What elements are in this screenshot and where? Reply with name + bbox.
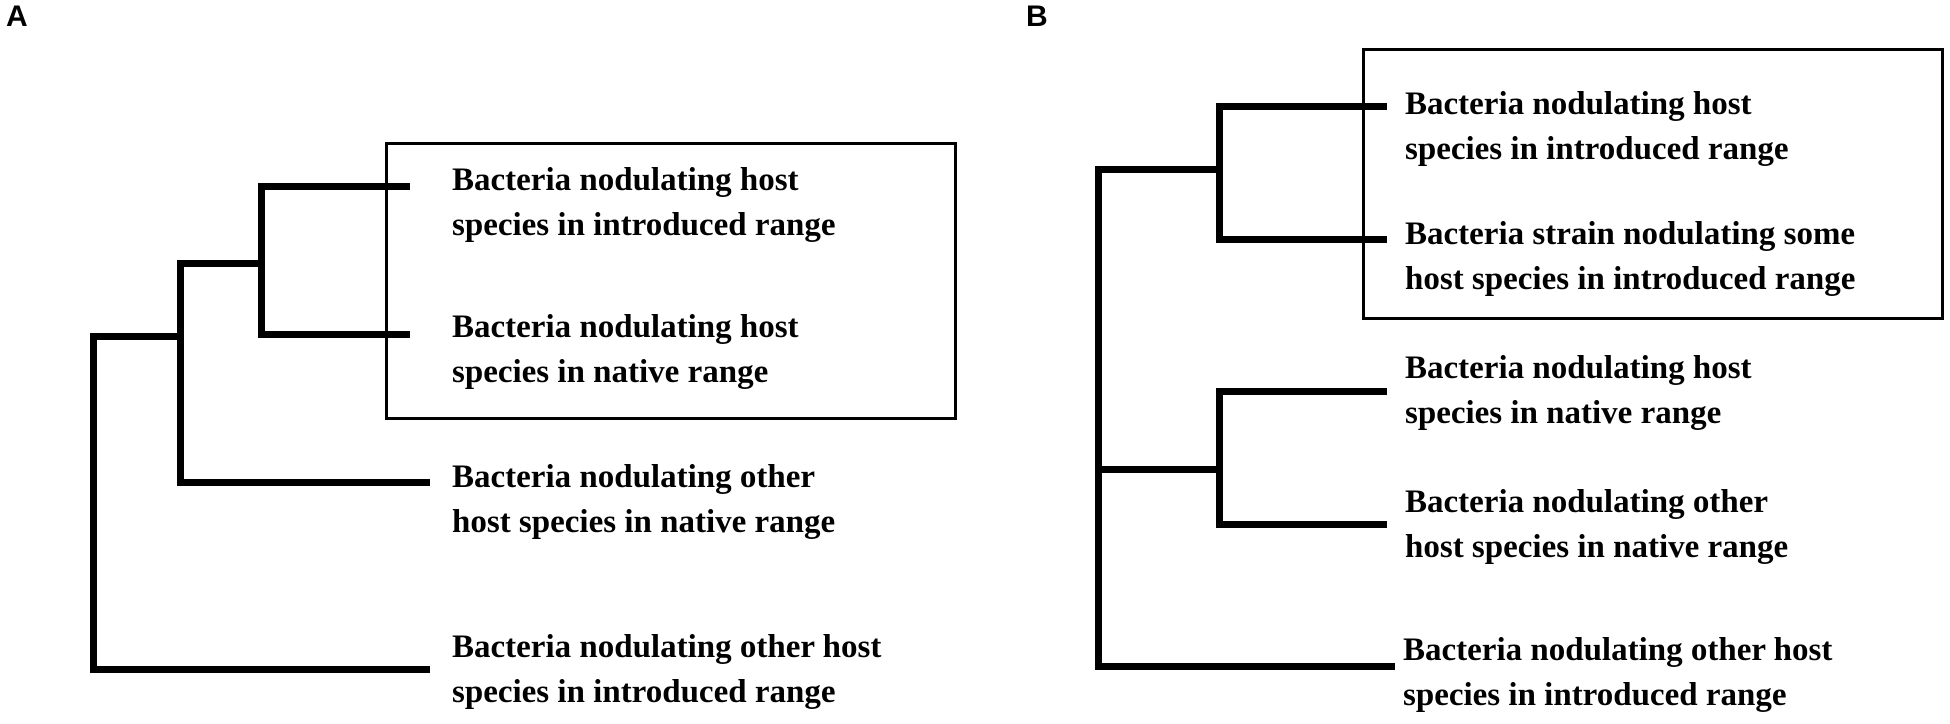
panel-a-root-vertical	[90, 333, 97, 673]
leaf-line: host species in native range	[452, 504, 836, 540]
leaf-line: Bacteria nodulating host	[1405, 350, 1752, 386]
panel-b-leaf2-branch	[1216, 236, 1387, 243]
panel-a-leaf-4: Bacteria nodulating other host species i…	[452, 625, 881, 715]
panel-b-leaf4-branch	[1216, 521, 1387, 528]
leaf-line: host species in introduced range	[1405, 261, 1856, 297]
panel-a-leaf4-branch	[90, 666, 430, 673]
panel-b-root-vertical	[1095, 166, 1102, 670]
leaf-line: Bacteria nodulating other	[452, 459, 815, 495]
panel-a-pair-vertical	[258, 183, 265, 338]
panel-b-leaf-4: Bacteria nodulating other host species i…	[1405, 480, 1788, 570]
leaf-line: species in introduced range	[452, 207, 836, 243]
panel-b-root-to-top-clade	[1095, 166, 1223, 173]
panel-b-top-clade-vertical	[1216, 103, 1223, 243]
panel-a-leaf3-branch	[177, 479, 430, 486]
panel-a-root-to-clade	[90, 333, 180, 340]
panel-b-mid-clade-vertical	[1216, 388, 1223, 528]
panel-b-letter: B	[1026, 0, 1048, 33]
panel-a-leaf-2: Bacteria nodulating host species in nati…	[452, 305, 799, 395]
panel-a-clade-to-pair	[177, 260, 261, 267]
leaf-line: host species in native range	[1405, 529, 1789, 565]
panel-a-leaf-3: Bacteria nodulating other host species i…	[452, 455, 835, 545]
panel-a-leaf2-branch	[258, 331, 410, 338]
leaf-line: Bacteria nodulating other host	[1403, 632, 1833, 668]
panel-a-highlight-box	[385, 142, 957, 420]
leaf-line: Bacteria nodulating host	[452, 309, 799, 345]
leaf-line: Bacteria strain nodulating some	[1405, 216, 1856, 252]
leaf-line: species in introduced range	[1403, 677, 1787, 713]
leaf-line: species in introduced range	[452, 674, 836, 710]
panel-b-leaf-1: Bacteria nodulating host species in intr…	[1405, 82, 1788, 172]
panel-b-leaf-2: Bacteria strain nodulating some host spe…	[1405, 212, 1855, 302]
panel-a-clade-vertical	[177, 260, 184, 485]
panel-b-leaf5-branch	[1095, 663, 1395, 670]
leaf-line: species in native range	[452, 354, 769, 390]
leaf-line: Bacteria nodulating other	[1405, 484, 1768, 520]
panel-a-leaf-1: Bacteria nodulating host species in intr…	[452, 158, 835, 248]
leaf-line: Bacteria nodulating other host	[452, 629, 882, 665]
panel-b-leaf-5: Bacteria nodulating other host species i…	[1403, 628, 1832, 718]
panel-b-leaf3-branch	[1216, 388, 1387, 395]
leaf-line: species in native range	[1405, 395, 1722, 431]
panel-b-leaf-3: Bacteria nodulating host species in nati…	[1405, 346, 1752, 436]
leaf-line: species in introduced range	[1405, 131, 1789, 167]
panel-a-letter: A	[6, 0, 28, 33]
panel-a-leaf1-branch	[258, 183, 410, 190]
panel-b-root-to-mid-clade	[1095, 466, 1223, 473]
leaf-line: Bacteria nodulating host	[452, 162, 799, 198]
panel-b-highlight-box	[1362, 48, 1944, 320]
leaf-line: Bacteria nodulating host	[1405, 86, 1752, 122]
panel-b-leaf1-branch	[1216, 103, 1387, 110]
